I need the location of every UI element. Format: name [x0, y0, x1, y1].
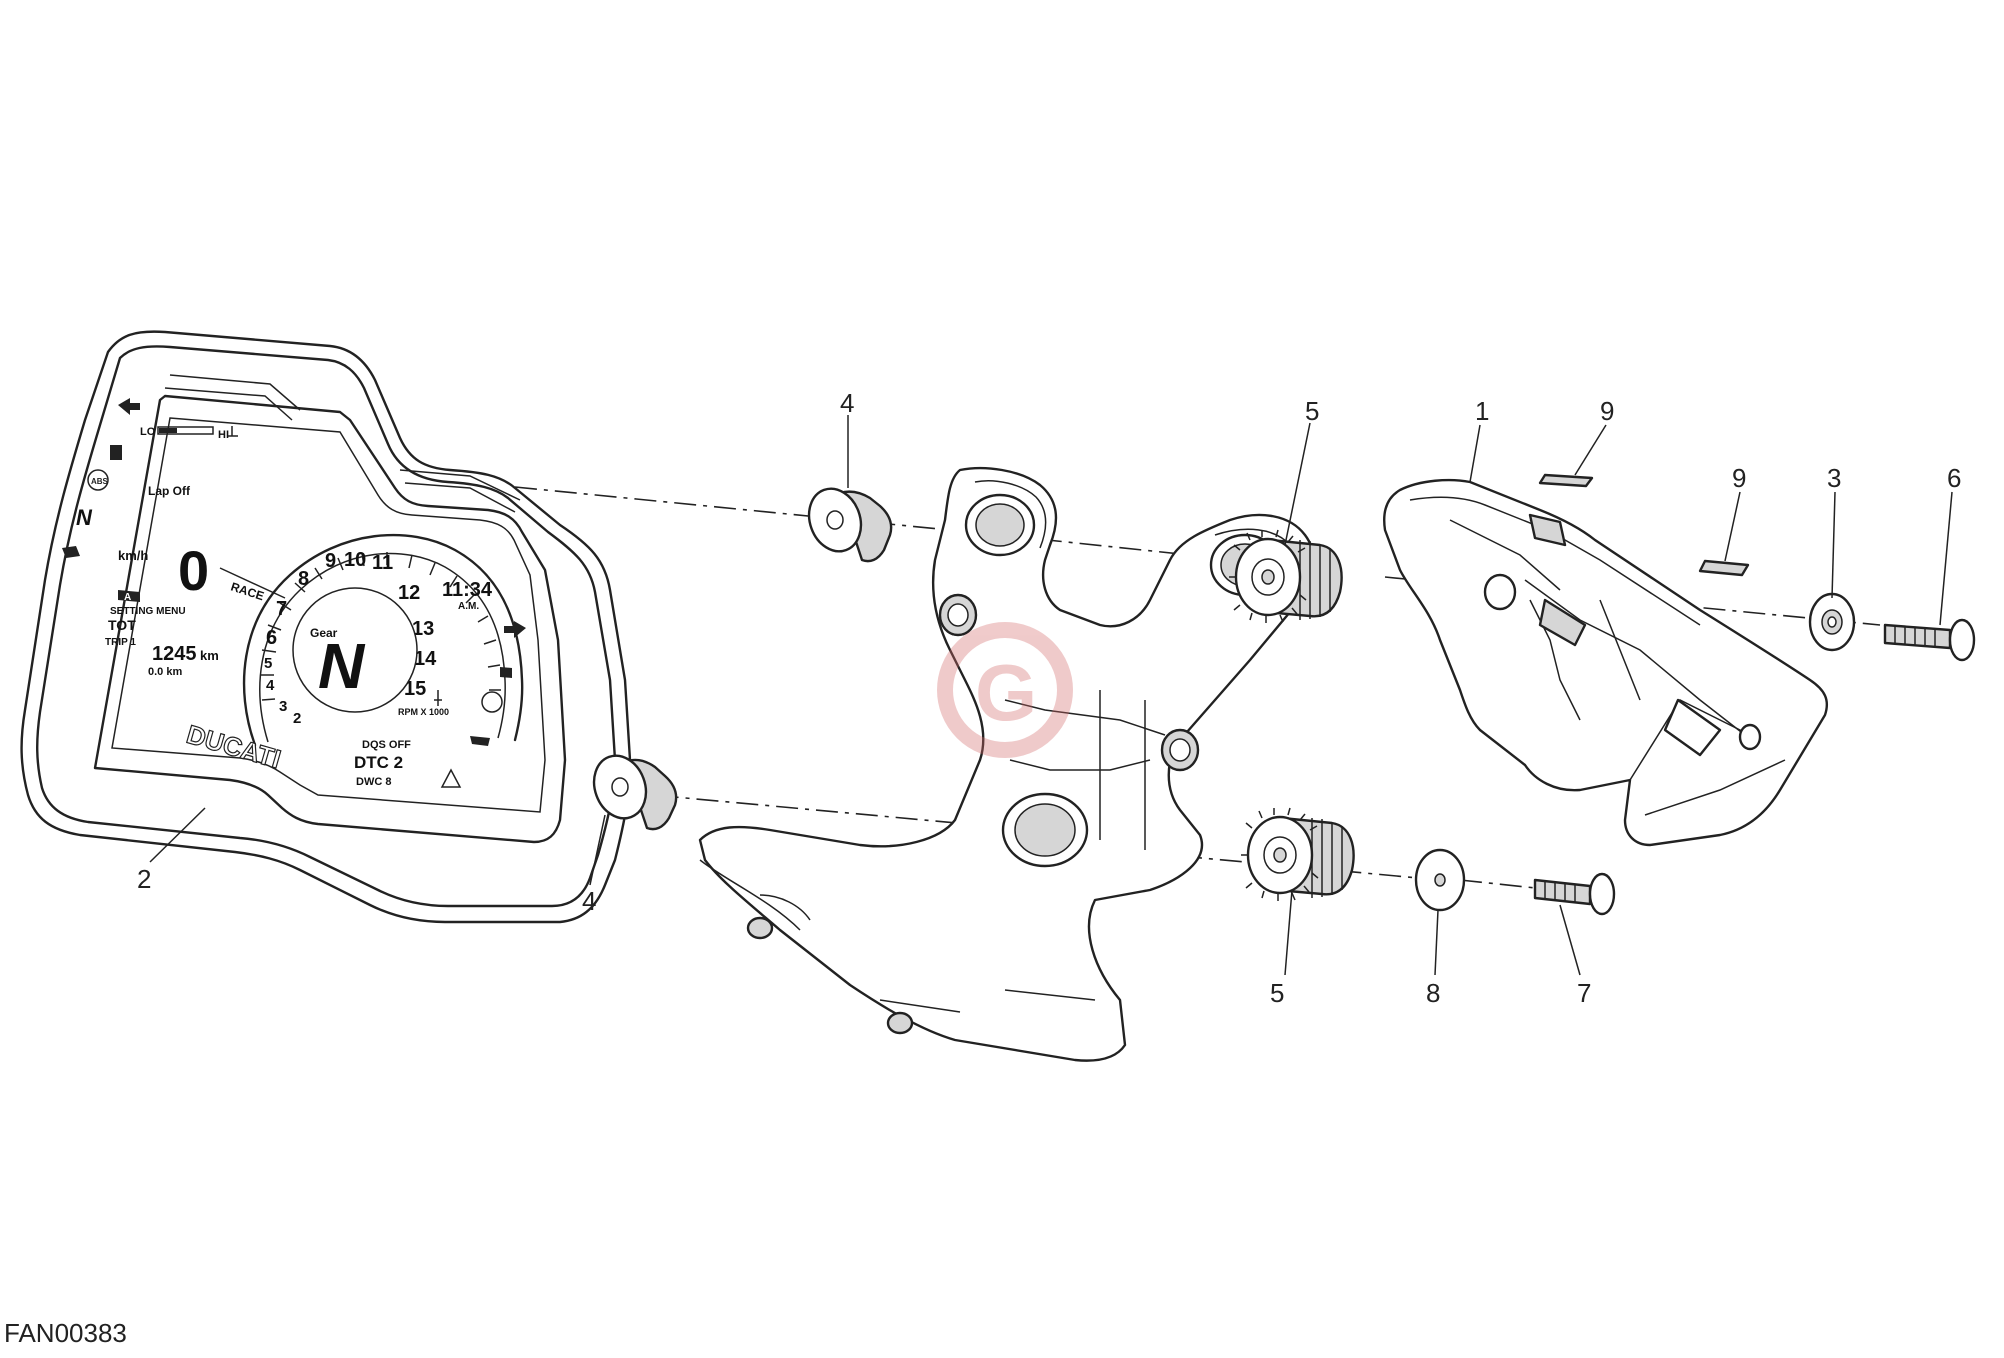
rpm-7: 7 — [276, 598, 287, 620]
callout-9-lower: 9 — [1732, 463, 1746, 493]
rpm-13: 13 — [412, 618, 434, 640]
rpm-5: 5 — [264, 655, 272, 672]
fuel-bar — [157, 426, 214, 435]
insert-part-9-upper — [1538, 473, 1594, 488]
rpm-10: 10 — [344, 549, 366, 571]
mode-pointer-line — [219, 567, 286, 599]
rpm-8: 8 — [298, 568, 309, 590]
screw-part-7 — [1533, 872, 1616, 916]
callout-2: 2 — [137, 864, 151, 894]
turn-right-icon — [504, 621, 526, 638]
callout-leaders — [149, 415, 1953, 976]
speed-unit: km/h — [118, 548, 148, 563]
dtc-label: DTC 2 — [354, 753, 403, 772]
callout-8: 8 — [1426, 978, 1440, 1008]
grommet-part-4-upper — [807, 487, 893, 563]
callout-6: 6 — [1947, 463, 1961, 493]
rpm-12: 12 — [398, 582, 420, 604]
clock-ampm: A.M. — [458, 601, 479, 612]
abs-icon-text: ABS — [91, 477, 109, 486]
right-indicator-icons — [440, 621, 526, 788]
rpm-6: 6 — [266, 627, 277, 649]
rear-cover-part-1 — [1383, 478, 1829, 847]
callout-3: 3 — [1827, 463, 1841, 493]
lap-label: Lap Off — [148, 484, 191, 498]
turn-left-icon — [118, 398, 140, 415]
speed-value: 0 — [178, 539, 209, 602]
trip-label: TRIP 1 — [105, 637, 136, 648]
watermark-letter: G — [975, 648, 1037, 737]
setting-menu-label: SETTING MENU — [110, 606, 186, 617]
rpm-14: 14 — [414, 648, 437, 670]
rubber-ring-part-5-upper — [1229, 529, 1343, 623]
watermark-logo: G — [937, 622, 1073, 758]
shift-light-icon — [434, 690, 442, 706]
rpm-9: 9 — [325, 550, 336, 572]
coolant-temp-icon — [228, 426, 238, 437]
fuel-lo-label: LO — [140, 426, 156, 438]
gear-display-ring — [292, 587, 418, 713]
headlight-mode-box — [118, 590, 140, 602]
left-indicator-icons: ABS N — [62, 398, 140, 558]
insert-part-9-lower — [1698, 559, 1750, 577]
callout-4-upper: 4 — [840, 388, 854, 418]
rubber-ring-part-5-lower — [1241, 807, 1355, 901]
instrument-panel-part-2: 2 3 4 5 6 7 8 9 10 11 12 13 14 15 Gear N… — [20, 330, 632, 924]
fuel-bar-fill — [159, 428, 177, 433]
rpm-multiplier-label: RPM X 1000 — [398, 707, 449, 717]
abs-warning-icon — [87, 469, 109, 491]
rpm-15: 15 — [404, 678, 426, 700]
dwc-label: DWC 8 — [356, 776, 391, 788]
dtc-warning-icon — [481, 691, 503, 713]
callout-1: 1 — [1475, 396, 1489, 426]
figure-code: FAN00383 — [4, 1318, 127, 1348]
rpm-3: 3 — [279, 698, 287, 715]
general-warning-icon — [440, 768, 462, 788]
odometer-unit: km — [200, 648, 219, 663]
callout-4-lower: 4 — [582, 886, 596, 916]
grommet-part-4-lower — [592, 754, 678, 831]
instrument-support-bracket — [698, 466, 1316, 1062]
rpm-2: 2 — [293, 710, 301, 727]
washer-part-8 — [1414, 848, 1466, 912]
callout-9-upper: 9 — [1600, 396, 1614, 426]
gear-value: N — [318, 630, 366, 702]
gear-label: Gear — [310, 626, 338, 640]
callout-numbers: 4 5 1 9 9 3 6 2 4 5 8 7 — [137, 388, 1961, 1008]
temp-hi-label: HI — [218, 429, 229, 441]
clock-time: 11:34 — [442, 579, 493, 601]
fuel-reserve-icon — [110, 445, 122, 460]
dqs-label: DQS OFF — [362, 739, 411, 751]
total-odo-label: TOT — [108, 617, 136, 633]
screw-part-6 — [1883, 618, 1976, 662]
oil-pressure-icon — [62, 546, 80, 558]
callout-5-upper: 5 — [1305, 396, 1319, 426]
rpm-11: 11 — [372, 552, 393, 574]
callout-7: 7 — [1577, 978, 1591, 1008]
callout-5-lower: 5 — [1270, 978, 1284, 1008]
tachometer-numerals: 2 3 4 5 6 7 8 9 10 11 12 13 14 15 — [264, 549, 437, 727]
rpm-4: 4 — [266, 677, 275, 694]
headlight-mode-value: A — [124, 592, 131, 603]
washer-part-3 — [1808, 592, 1856, 652]
odometer-value: 1245 — [152, 643, 197, 665]
trip-value: 0.0 km — [148, 666, 182, 678]
engine-oil-icon — [470, 736, 490, 746]
neutral-indicator-icon: N — [76, 505, 93, 530]
high-beam-icon — [500, 667, 512, 678]
tachometer-ticks — [260, 552, 501, 701]
